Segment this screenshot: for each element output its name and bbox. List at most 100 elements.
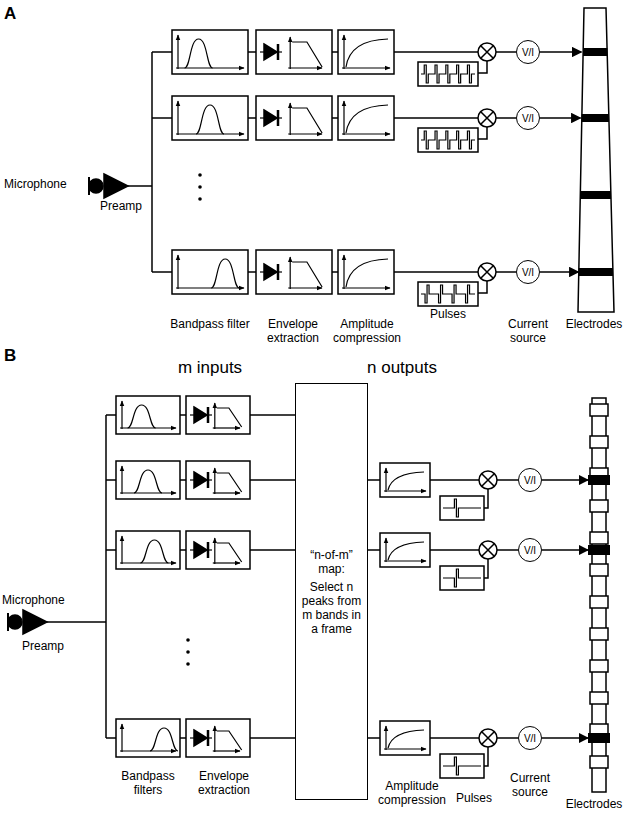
part-label: Electrodes	[562, 798, 626, 812]
pulse-box	[440, 754, 484, 778]
pulse-train	[443, 757, 481, 775]
wire	[496, 271, 516, 273]
axis	[343, 255, 344, 289]
axis	[343, 101, 344, 135]
wire	[180, 549, 186, 551]
diode-lead	[190, 414, 212, 415]
diode-lead	[260, 271, 282, 272]
axis	[290, 257, 291, 289]
axis	[385, 468, 386, 492]
electrode-contact	[580, 191, 611, 199]
lowpass-curve	[292, 42, 322, 67]
electrode-contact	[583, 48, 607, 56]
axes	[213, 538, 240, 564]
pulse-train	[421, 285, 475, 303]
axes	[384, 468, 426, 492]
compression-box	[380, 533, 430, 567]
bandpass-curve	[211, 259, 239, 288]
compression-box	[380, 721, 430, 755]
wire	[394, 117, 478, 119]
wire	[430, 737, 479, 739]
axis	[121, 536, 122, 564]
bandpass-curve	[140, 540, 168, 563]
axes	[384, 726, 426, 750]
axis	[121, 401, 122, 429]
axis	[121, 466, 122, 494]
axis	[213, 427, 240, 428]
envelope-box	[186, 719, 250, 757]
wire	[394, 51, 478, 53]
multiplier-symbol	[478, 43, 496, 61]
part-label: Current source	[498, 318, 558, 346]
box-heading: “n-of-m” map:	[300, 548, 363, 576]
multiplier-symbol	[479, 729, 497, 747]
electrode-contact	[588, 545, 610, 555]
bandpass-filter-box	[172, 250, 248, 294]
wire	[332, 51, 338, 53]
node-label: V/I	[524, 733, 536, 744]
wire	[180, 414, 186, 416]
compression-box	[338, 30, 394, 74]
wire	[106, 479, 116, 481]
bandpass-curve	[185, 39, 213, 68]
wire	[540, 117, 580, 119]
envelope-box	[256, 250, 332, 294]
lowpass-curve	[217, 731, 242, 750]
wire	[152, 271, 172, 273]
axes	[120, 401, 176, 429]
axis	[288, 287, 322, 288]
axes	[213, 468, 240, 494]
axes	[120, 536, 176, 564]
part-label: m inputs	[150, 358, 270, 378]
node-label: V/I	[522, 47, 534, 58]
wire	[250, 549, 295, 551]
part-label: n outputs	[342, 358, 462, 378]
wire	[180, 737, 186, 739]
ellipsis-dot	[198, 185, 202, 189]
wire	[540, 51, 581, 53]
part-label: Pulses	[452, 792, 496, 806]
node-label: V/I	[522, 113, 534, 124]
axis	[342, 67, 390, 68]
axis	[290, 37, 291, 69]
wire	[332, 271, 338, 273]
axis	[384, 560, 426, 561]
axis	[214, 726, 215, 752]
axis	[177, 35, 178, 69]
diode-lead	[190, 737, 212, 738]
current-source-circle: V/I	[518, 538, 542, 562]
pulse-box	[440, 566, 484, 590]
part-label: Amplitude compression	[328, 318, 406, 346]
wire	[542, 737, 588, 739]
wire	[497, 737, 518, 739]
electrode-contact	[590, 532, 608, 544]
axis	[343, 35, 344, 69]
electrode-contact	[590, 596, 608, 608]
wire	[106, 737, 116, 739]
electrode-contact	[590, 628, 608, 640]
part-label: Preamp	[22, 640, 82, 654]
electrode-contact	[590, 660, 608, 672]
wire	[542, 479, 588, 481]
wire	[497, 549, 518, 551]
lowpass-curve	[217, 473, 242, 492]
pulse-box	[418, 128, 478, 152]
pulse-train	[443, 569, 481, 587]
electrode-contact	[582, 114, 609, 122]
part-label: Bandpass filters	[110, 770, 186, 798]
axis	[290, 103, 291, 135]
wire	[394, 271, 478, 273]
diode-lead	[190, 479, 212, 480]
axis	[288, 67, 322, 68]
axes	[176, 255, 244, 289]
wire	[478, 281, 487, 293]
compression-curve	[388, 730, 424, 748]
multiplier-cross	[481, 46, 493, 58]
part-label: Preamp	[100, 200, 160, 214]
wire	[47, 621, 106, 623]
multiplier-symbol	[479, 471, 497, 489]
node-label: V/I	[524, 475, 536, 486]
wire	[496, 51, 516, 53]
multiplier-cross	[482, 544, 494, 556]
lowpass-curve	[217, 408, 242, 427]
